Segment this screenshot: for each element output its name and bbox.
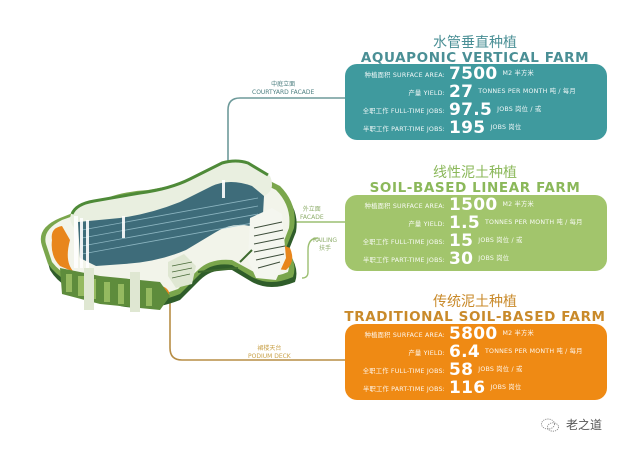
- stat-unit: TONNES PER MONTH 吨 / 每月: [478, 88, 576, 95]
- podium-callout-en: PODIUM DECK: [248, 353, 291, 360]
- podium-callout-zh: 裙楼天台: [257, 345, 282, 352]
- stat-label: 全职工作 FULL-TIME JOBS:: [362, 238, 445, 246]
- stat-unit: M2 半方米: [502, 330, 535, 337]
- railing-callout: RAILING 扶手: [313, 237, 337, 253]
- stat-label: 全职工作 FULL-TIME JOBS:: [362, 107, 445, 115]
- stat-label: 种植面积 SURFACE AREA:: [364, 331, 445, 339]
- stat-unit: JOBS 岗位 / 或: [478, 237, 523, 244]
- facade-callout-en: FACADE: [300, 214, 324, 221]
- stat-label: 半职工作 PART-TIME JOBS:: [362, 385, 445, 393]
- aquaponic-farm-title: 水管垂直种植 AQUAPONIC VERTICAL FARM: [340, 36, 610, 65]
- soil-linear-title-zh: 线性泥土种植: [433, 165, 517, 181]
- soil-linear-farm-title: 线性泥土种植 SOIL-BASED LINEAR FARM: [340, 166, 610, 195]
- facade-callout: 外立面 FACADE: [300, 206, 324, 222]
- courtyard-callout-en: COURTYARD FACADE: [252, 89, 315, 96]
- wechat-icon: [541, 418, 559, 432]
- stat-unit: M2 半方米: [502, 70, 535, 77]
- stat-unit: TONNES PER MONTH 吨 / 每月: [485, 219, 583, 226]
- watermark: 老之道: [540, 416, 602, 433]
- podium-deck-callout: 裙楼天台 PODIUM DECK: [248, 345, 291, 361]
- stat-label: 产量 YIELD:: [408, 349, 445, 357]
- aquaponic-title-zh: 水管垂直种植: [433, 35, 517, 51]
- soil-linear-title-en: SOIL-BASED LINEAR FARM: [369, 179, 581, 196]
- stat-unit: M2 半方米: [502, 201, 535, 208]
- stat-unit: JOBS 岗位 / 或: [478, 366, 523, 373]
- stat-label: 产量 YIELD:: [408, 220, 445, 228]
- courtyard-connector-line: [227, 97, 345, 183]
- stat-unit: JOBS 岗位: [478, 255, 510, 262]
- stat-label: 半职工作 PART-TIME JOBS:: [362, 256, 445, 264]
- podium-connector-line: [169, 290, 345, 361]
- stat-label: 种植面积 SURFACE AREA:: [364, 71, 445, 79]
- stat-unit: JOBS 岗位 / 或: [497, 106, 542, 113]
- facade-callout-zh: 外立面: [302, 206, 321, 213]
- stat-label: 全职工作 FULL-TIME JOBS:: [362, 367, 445, 375]
- traditional-title-zh: 传统泥土种植: [433, 294, 517, 310]
- courtyard-facade-callout: 中庭立面 COURTYARD FACADE: [252, 81, 314, 97]
- stat-label: 半职工作 PART-TIME JOBS:: [362, 125, 445, 133]
- traditional-title-en: TRADITIONAL SOIL-BASED FARM: [344, 308, 606, 325]
- stat-unit: JOBS 岗位: [490, 384, 522, 391]
- watermark-text: 老之道: [566, 418, 603, 432]
- traditional-farm-title: 传统泥土种植 TRADITIONAL SOIL-BASED FARM: [340, 295, 610, 324]
- railing-callout-zh: 扶手: [319, 245, 332, 252]
- courtyard-callout-zh: 中庭立面: [271, 81, 296, 88]
- stat-label: 产量 YIELD:: [408, 89, 445, 97]
- railing-connector-line: [301, 237, 319, 279]
- aquaponic-title-en: AQUAPONIC VERTICAL FARM: [360, 49, 590, 66]
- stat-unit: JOBS 岗位: [490, 124, 522, 131]
- railing-callout-en: RAILING: [313, 237, 338, 244]
- stat-unit: TONNES PER MONTH 吨 / 每月: [485, 348, 583, 355]
- stat-label: 种植面积 SURFACE AREA:: [364, 202, 445, 210]
